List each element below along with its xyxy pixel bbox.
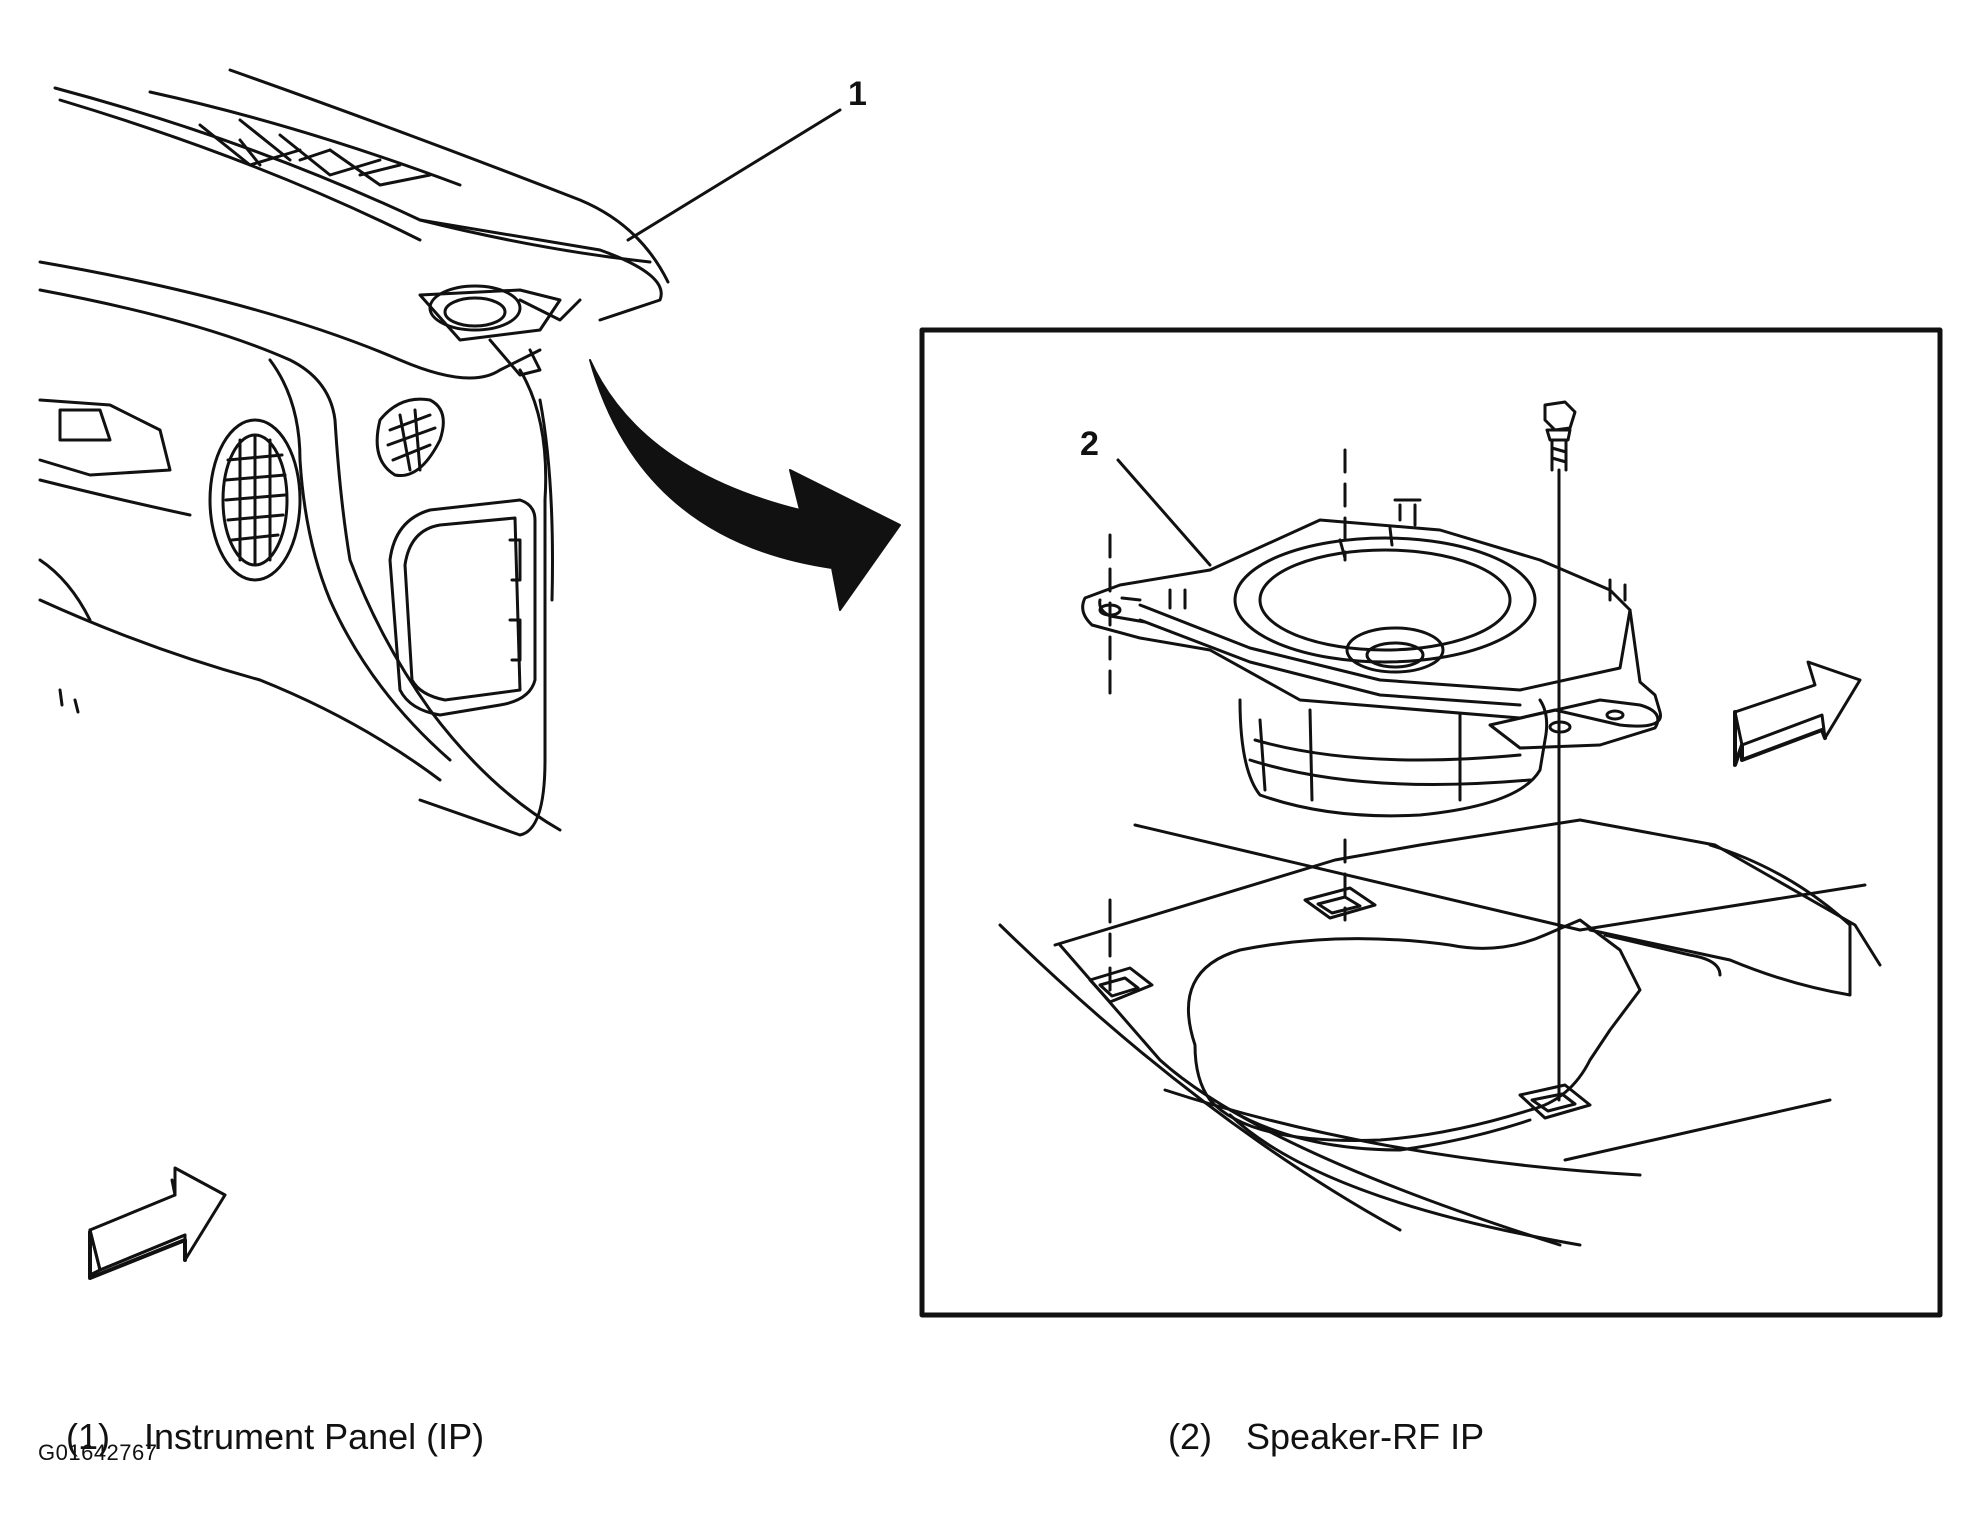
callout-1-leader <box>626 108 842 242</box>
legend-item-2: (2) Speaker-RF IP <box>1148 1374 1484 1458</box>
direction-arrow-icon <box>1733 660 1862 767</box>
legend-item-1: (1) Instrument Panel (IP) <box>46 1374 484 1458</box>
callout-2-leader <box>1116 458 1212 567</box>
figure-id: G01642767 <box>38 1440 158 1465</box>
mounting-surface-drawing <box>998 818 1882 1247</box>
detail-view-frame <box>919 327 1943 1318</box>
bolt-icon <box>1543 400 1577 1102</box>
callout-2-number: 2 <box>1080 425 1099 463</box>
legend-label: Speaker-RF IP <box>1246 1416 1485 1457</box>
legend-number: (2) <box>1168 1416 1213 1457</box>
callout-1-number: 1 <box>848 75 867 113</box>
speaker-detail-drawing <box>1081 498 1662 818</box>
legend-label: Instrument Panel (IP) <box>144 1416 485 1457</box>
curved-arrow-icon <box>589 359 901 611</box>
alignment-lines <box>1108 448 1561 1102</box>
instrument-panel-drawing <box>38 68 670 837</box>
direction-arrow-icon <box>88 1166 227 1280</box>
legend-number: (1) <box>66 1416 111 1457</box>
